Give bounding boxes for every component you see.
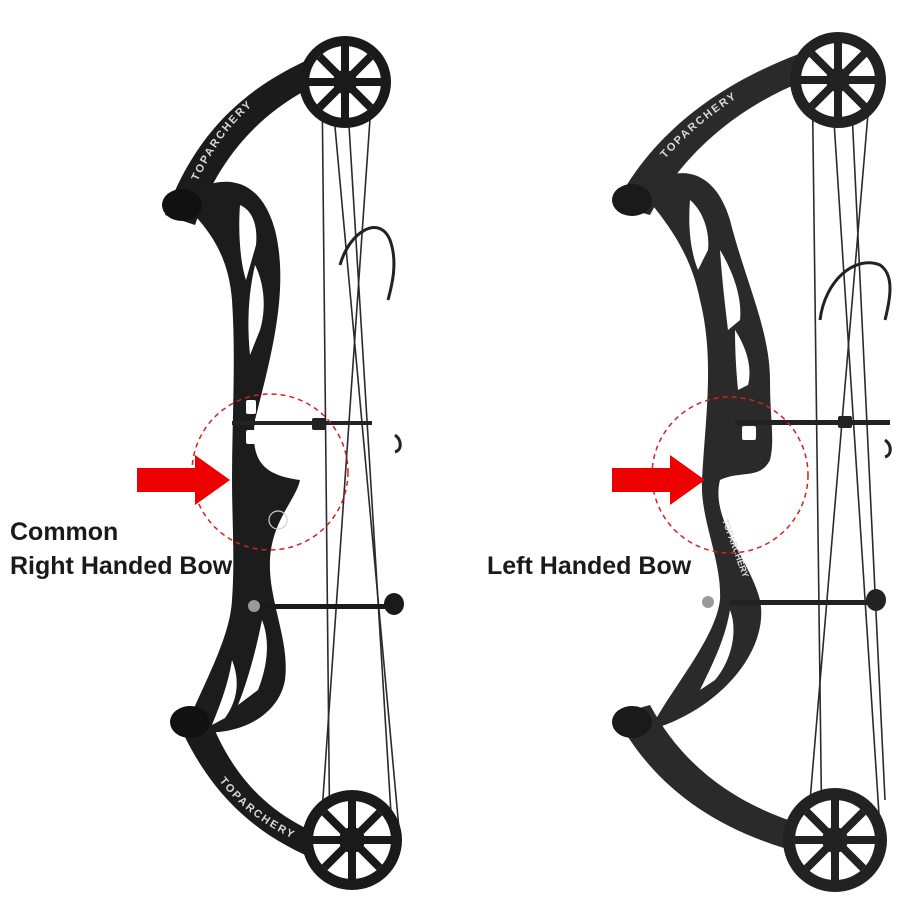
- left-handed-label: Left Handed Bow: [487, 552, 692, 580]
- riser-logo-icon: [268, 510, 288, 530]
- limb-pocket-bottom: [170, 706, 210, 738]
- arrow-rest-left: [735, 420, 890, 425]
- stabilizer-left: [730, 600, 880, 605]
- riser: [180, 181, 300, 733]
- limb-pocket-bottom-left: [612, 706, 652, 738]
- bottom-cam: [302, 790, 402, 890]
- left-handed-bow: TOPARCHERY TOPARCHERY: [612, 32, 892, 892]
- upper-limb-left: [615, 40, 848, 215]
- d-loop-left: [818, 261, 892, 321]
- d-loop: [338, 226, 396, 301]
- red-arrow-icon: [137, 455, 230, 505]
- riser-left: [640, 173, 773, 730]
- limb-brand-text: TOPARCHERY: [189, 98, 255, 183]
- limb-pocket-top: [162, 189, 202, 221]
- bow-strings-left: [804, 59, 886, 861]
- right-handed-label-line1: Common: [10, 518, 119, 546]
- stabilizer: [250, 604, 390, 609]
- limb-pocket-top-left: [612, 184, 652, 216]
- top-cam: [299, 36, 391, 128]
- right-handed-label-line2: Right Handed Bow: [10, 552, 233, 580]
- limb-brand-text-lower: TOPARCHERY: [217, 775, 298, 842]
- top-cam-left: [790, 32, 886, 128]
- riser-cutouts-left: [689, 200, 756, 690]
- riser-cutouts: [212, 205, 267, 725]
- red-arrow-icon: [612, 455, 705, 505]
- limb-brand-text-left: TOPARCHERY: [658, 90, 739, 161]
- bottom-cam-left: [783, 788, 887, 892]
- bow-strings: [317, 59, 401, 871]
- arrow-rest: [232, 421, 372, 425]
